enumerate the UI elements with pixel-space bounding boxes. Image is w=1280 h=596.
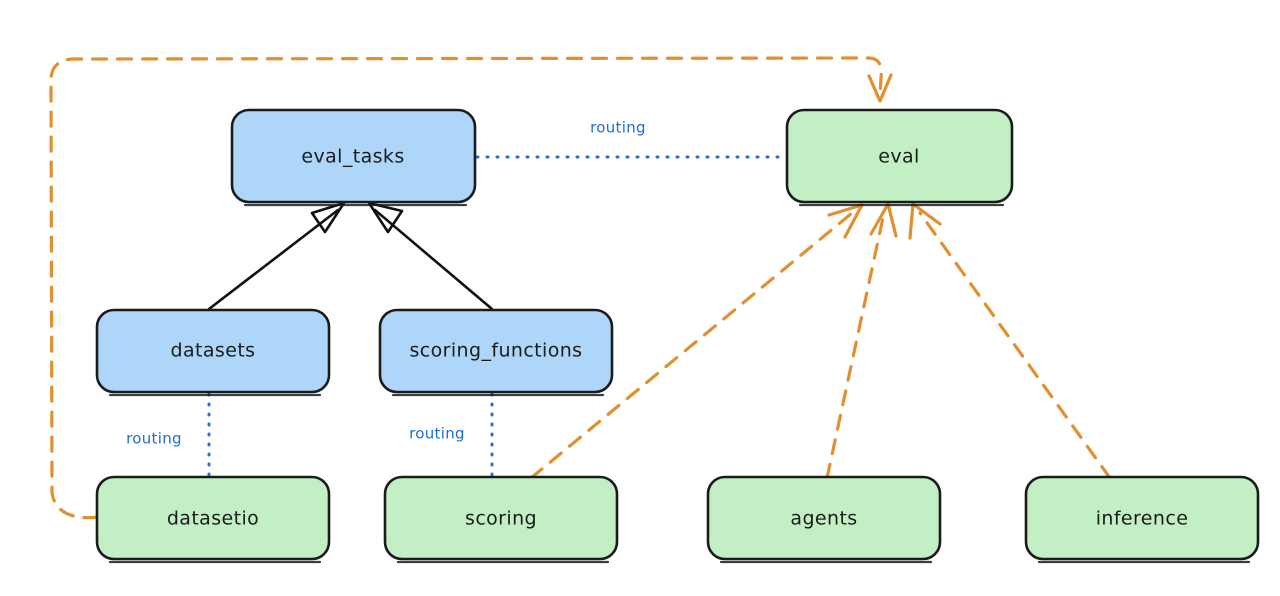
edge-scoring-eval-line	[529, 211, 854, 480]
node-eval-shape	[785, 108, 1014, 204]
node-datasets-label: datasets	[171, 340, 256, 362]
edge-datasets-eval-tasks-line	[207, 208, 340, 311]
node-eval-tasks-label: eval_tasks	[301, 146, 404, 168]
node-agents-shape	[706, 475, 942, 561]
edge-layer	[49, 56, 1112, 520]
node-layer: eval_tasks eval datasets scoring_functio…	[95, 108, 1260, 564]
edge-scoring-functions-eval-tasks-line	[373, 208, 494, 311]
edge-scoring-functions-eval-tasks[interactable]	[367, 201, 494, 311]
node-scoring-functions-label: scoring_functions	[410, 340, 583, 362]
edge-inference-eval[interactable]	[908, 202, 1112, 480]
edge-agents-eval-line	[825, 211, 886, 480]
node-inference-shape	[1024, 475, 1260, 561]
edge-label-layer: routing routing routing	[126, 119, 646, 448]
node-inference[interactable]: inference	[1024, 475, 1260, 564]
edge-label-routing-datasets: routing	[126, 430, 182, 448]
node-datasetio[interactable]: datasetio	[95, 475, 331, 564]
node-agents[interactable]: agents	[706, 475, 942, 564]
node-eval-label: eval	[878, 146, 919, 168]
edge-scoring-eval-arrowhead	[827, 203, 864, 239]
edge-datasetio-eval-arrowhead	[867, 73, 893, 103]
edge-label-routing-scoring: routing	[409, 425, 465, 443]
node-eval-tasks[interactable]: eval_tasks	[230, 108, 477, 207]
edge-scoring-functions-eval-tasks-arrowhead	[367, 201, 404, 234]
node-inference-label: inference	[1096, 508, 1189, 530]
node-datasetio-label: datasetio	[167, 508, 259, 530]
node-scoring-functions-shape	[378, 308, 614, 394]
edge-datasetio-eval[interactable]	[49, 56, 893, 520]
node-scoring-shape	[383, 475, 619, 561]
node-scoring-label: scoring	[465, 508, 537, 530]
edge-label-routing-eval-tasks: routing	[590, 119, 646, 137]
node-datasets-shape	[95, 308, 331, 394]
node-datasets[interactable]: datasets	[95, 308, 331, 397]
node-datasetio-shape	[95, 475, 331, 561]
edge-agents-eval[interactable]	[825, 202, 898, 480]
edge-inference-eval-line	[918, 211, 1112, 480]
node-scoring[interactable]: scoring	[383, 475, 619, 564]
node-eval[interactable]: eval	[785, 108, 1014, 207]
edge-datasets-eval-tasks[interactable]	[207, 201, 346, 311]
node-scoring-functions[interactable]: scoring_functions	[378, 308, 614, 397]
edge-datasetio-eval-line	[49, 56, 883, 520]
node-eval-tasks-shape	[230, 108, 477, 204]
node-agents-label: agents	[790, 508, 857, 530]
edge-datasets-eval-tasks-arrowhead	[310, 201, 346, 234]
